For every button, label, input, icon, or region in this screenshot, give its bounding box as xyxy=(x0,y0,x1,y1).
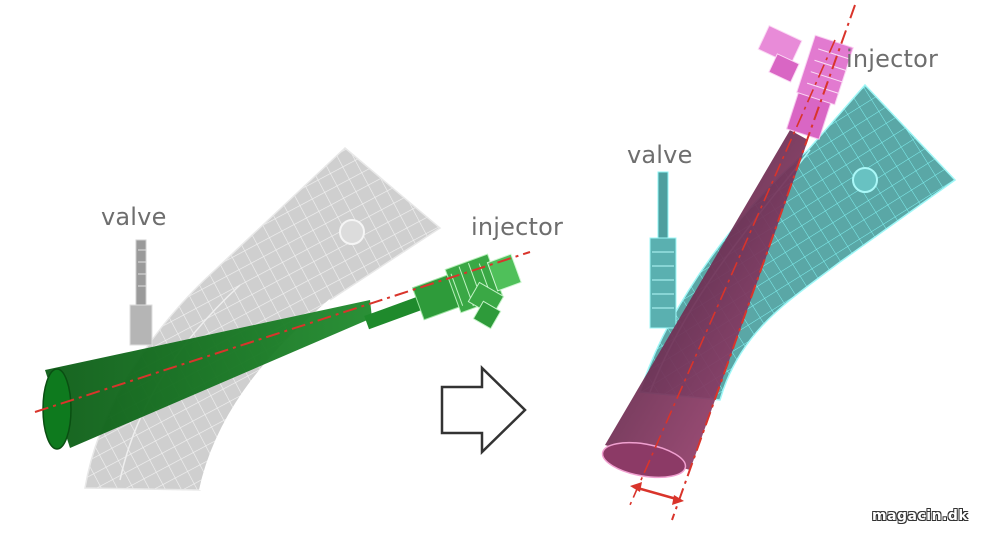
left-injector-connector xyxy=(467,281,505,330)
right-spray-axis-2 xyxy=(629,39,836,506)
right-valve xyxy=(649,171,677,329)
injector-label-left: injector xyxy=(471,213,564,241)
watermark: magacin.dk xyxy=(872,508,969,524)
left-spray-cone xyxy=(45,300,372,448)
valve-label-left: valve xyxy=(101,203,167,231)
width-dimension-arrow-icon xyxy=(630,482,684,505)
right-injector xyxy=(757,24,854,140)
left-valve xyxy=(129,239,153,346)
left-port-bolt xyxy=(339,219,365,245)
transition-arrow-icon xyxy=(440,365,527,455)
injector-label-right: injector xyxy=(846,45,939,73)
right-spray-axis-1 xyxy=(671,4,856,521)
right-assembly xyxy=(601,4,957,521)
left-spray-axis xyxy=(34,251,531,413)
left-assembly xyxy=(34,146,531,491)
valve-label-right: valve xyxy=(627,141,693,169)
right-spray-cone-base xyxy=(601,441,687,479)
right-port-bolt xyxy=(852,167,878,193)
